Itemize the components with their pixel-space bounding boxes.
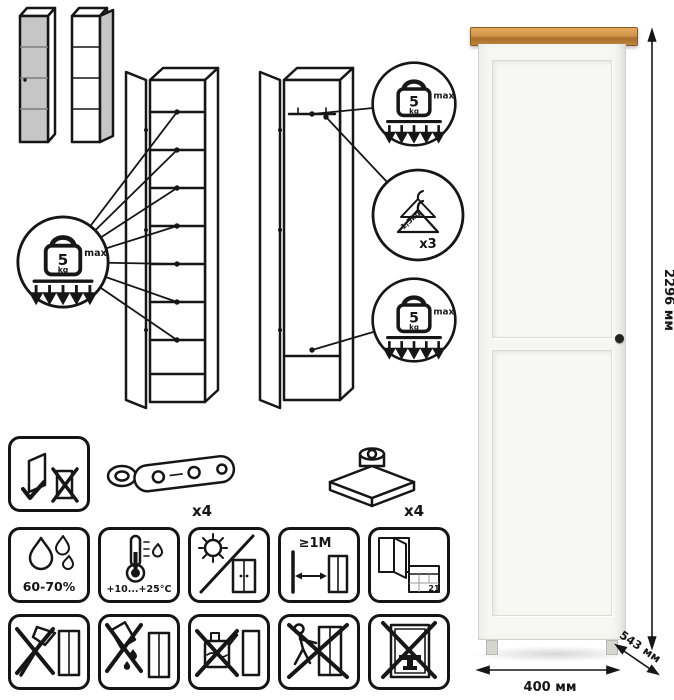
shelf-load-badge-bottom-right [373, 279, 456, 362]
assembly-diagrams: 5 kg max [0, 6, 465, 410]
no-overload-icon [368, 614, 450, 690]
calendar-day-label: 21 [428, 584, 440, 593]
wall-distance-icon: ≥1M [278, 527, 360, 603]
door-mounting-warning-icon [8, 436, 90, 512]
width-dimension-label: 400 мм [524, 680, 577, 695]
door-knob [615, 334, 624, 343]
hanger-count-label: x3 [419, 237, 436, 252]
distance-label: ≥1M [299, 536, 332, 551]
no-solvent-icon [188, 614, 270, 690]
humidity-label: 60-70% [23, 579, 76, 594]
thumb-cabinet-closed [18, 6, 57, 144]
hinge-count-label: x4 [192, 502, 212, 520]
wardrobe-front [478, 44, 626, 640]
foot-count-label: x4 [404, 502, 424, 520]
hardware-parts: x4 x4 [106, 447, 424, 520]
temperature-label: +10...+25°C [107, 584, 172, 595]
shelf-load-badge-left [18, 217, 108, 307]
product-render: 2296 мм 400 мм 543 мм [466, 0, 674, 700]
slash-icon [199, 534, 255, 594]
humidity-icon: 60-70% [8, 527, 90, 603]
adjustable-foot-drawing: x4 [328, 447, 424, 520]
no-spill-icon [98, 614, 180, 690]
thumb-cabinet-open [70, 6, 115, 144]
wardrobe-foot-left [486, 640, 498, 655]
rail-dots [309, 111, 329, 353]
door-upper-panel [492, 60, 612, 338]
hanger-badge: 1,5kg x3 [371, 168, 465, 262]
check-mark-icon [21, 480, 46, 500]
temperature-icon: +10...+25°C [98, 527, 180, 603]
shelf-load-badge-top-right [373, 63, 456, 146]
no-drag-icon [278, 614, 360, 690]
height-dimension-label: 2296 мм [661, 269, 674, 331]
door-lower-panel [492, 350, 612, 616]
shelf-dots [174, 109, 180, 343]
anvil-icon [399, 655, 421, 660]
ventilation-icon: 21 [368, 527, 450, 603]
wardrobe-foot-right [606, 640, 618, 655]
hinge-drawing: x4 [106, 454, 236, 520]
floor-shadow [472, 646, 636, 662]
cabinet-rail-diagram [258, 66, 355, 410]
no-direct-sunlight-icon [188, 527, 270, 603]
no-hammer-icon [8, 614, 90, 690]
